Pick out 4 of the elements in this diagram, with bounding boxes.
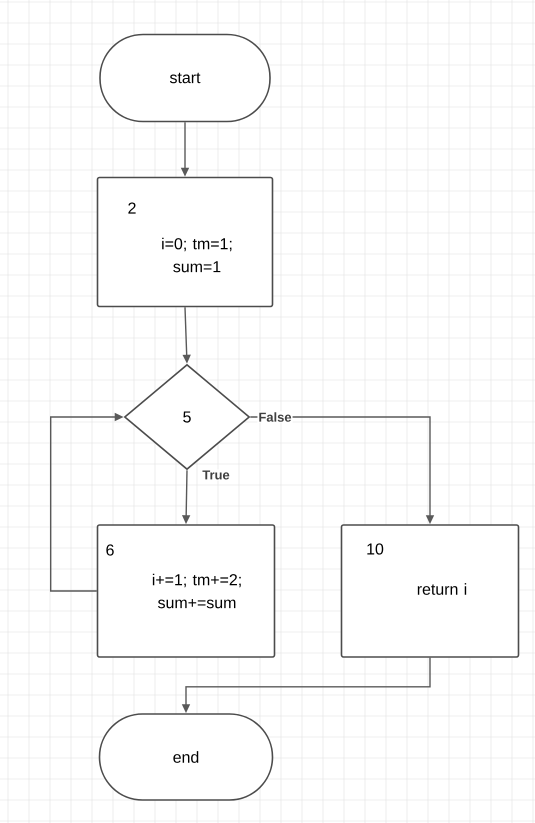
node-label: end bbox=[173, 751, 198, 763]
process-box: 6 i+=1; tm+=2; sum+=sum bbox=[96, 524, 276, 658]
process-box: 10 return i bbox=[340, 524, 520, 658]
process-box: 2 i=0; tm=1; sum=1 bbox=[96, 176, 274, 308]
